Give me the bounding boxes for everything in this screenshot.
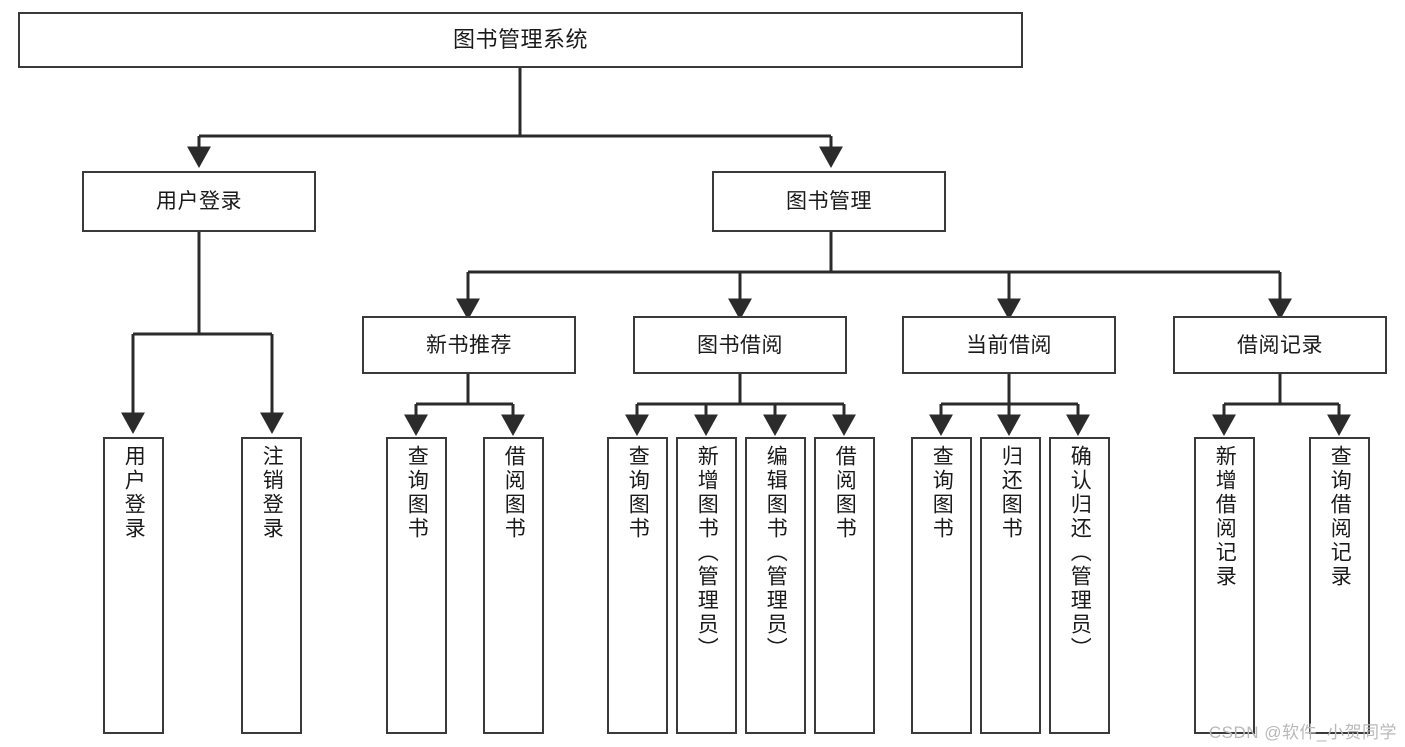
leaf-query-borrowing-record[interactable]: 查询借阅记录	[1309, 437, 1370, 734]
leaf-logout-login[interactable]: 注销登录	[241, 437, 302, 734]
node-book-management[interactable]: 图书管理	[712, 171, 946, 232]
node-label: 图书管理系统	[452, 27, 588, 52]
node-label: 新增借阅记录	[1213, 445, 1237, 589]
leaf-user-login[interactable]: 用户登录	[103, 437, 164, 734]
node-label: 注销登录	[260, 445, 284, 541]
node-label: 查询图书	[930, 445, 954, 541]
leaf-borrow-book-borrowing[interactable]: 借阅图书	[814, 437, 875, 734]
node-user-login[interactable]: 用户登录	[82, 171, 316, 232]
node-book-borrowing[interactable]: 图书借阅	[633, 316, 847, 374]
node-label: 图书借阅	[697, 333, 783, 357]
node-label: 新书推荐	[426, 333, 512, 357]
node-label: 用户登录	[122, 445, 146, 541]
node-label: 当前借阅	[966, 333, 1052, 357]
node-borrowing-records[interactable]: 借阅记录	[1173, 316, 1387, 374]
leaf-query-book-new-book[interactable]: 查询图书	[386, 437, 447, 734]
node-current-borrowing[interactable]: 当前借阅	[902, 316, 1116, 374]
leaf-add-borrowing-record[interactable]: 新增借阅记录	[1194, 437, 1255, 734]
node-label: 图书管理	[786, 190, 872, 213]
node-new-book-recommendation[interactable]: 新书推荐	[362, 316, 576, 374]
node-book-management-system[interactable]: 图书管理系统	[18, 12, 1023, 68]
leaf-add-book-admin[interactable]: 新增图书（管理员）	[676, 437, 737, 734]
node-label: 借阅图书	[833, 445, 857, 541]
node-label: 借阅记录	[1237, 333, 1323, 357]
node-label: 新增图书（管理员）	[695, 445, 719, 661]
node-label: 编辑图书（管理员）	[764, 445, 788, 661]
leaf-query-book-borrowing[interactable]: 查询图书	[607, 437, 668, 734]
leaf-edit-book-admin[interactable]: 编辑图书（管理员）	[745, 437, 806, 734]
node-label: 用户登录	[156, 190, 242, 213]
leaf-borrow-book-new-book[interactable]: 借阅图书	[483, 437, 544, 734]
node-label: 查询借阅记录	[1328, 445, 1352, 589]
node-label: 确认归还（管理员）	[1068, 445, 1092, 661]
node-label: 借阅图书	[502, 445, 526, 541]
node-label: 查询图书	[626, 445, 650, 541]
csdn-watermark: CSDN @软件_小贺同学	[1208, 723, 1397, 742]
leaf-query-book-current[interactable]: 查询图书	[911, 437, 972, 734]
node-label: 查询图书	[405, 445, 429, 541]
node-label: 归还图书	[999, 445, 1023, 541]
leaf-confirm-return-admin[interactable]: 确认归还（管理员）	[1049, 437, 1110, 734]
leaf-return-book[interactable]: 归还图书	[980, 437, 1041, 734]
